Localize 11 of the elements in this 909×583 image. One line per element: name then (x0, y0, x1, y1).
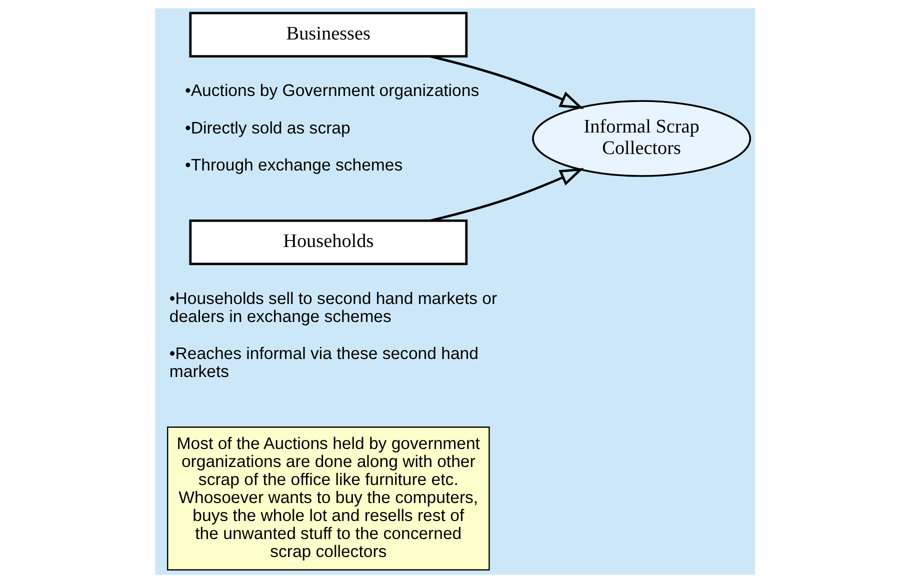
arrow (429, 55, 584, 109)
node-label: •Households sell to second hand markets or dealers in exchange schemes (168, 288, 497, 326)
arrow (429, 168, 584, 222)
node-label: •Through exchange schemes (184, 156, 402, 175)
node-ellipse: Informal Scrap Collectors (532, 100, 751, 177)
node-box: Businesses (188, 12, 468, 58)
node-label: •Reaches informal via these second hand markets (168, 344, 478, 381)
node-box: Most of the Auctions held by government organizations are done along with other scrap of the office like furniture etc. Whosoever wants to buy the computers, buys the whole lot and resells rest of the unwanted stuff to the concerned scrap collectors (166, 426, 490, 570)
node-label: •Directly sold as scrap (184, 118, 350, 138)
node-box: Households (188, 220, 468, 266)
node-label: •Auctions by Government organizations (184, 81, 479, 100)
